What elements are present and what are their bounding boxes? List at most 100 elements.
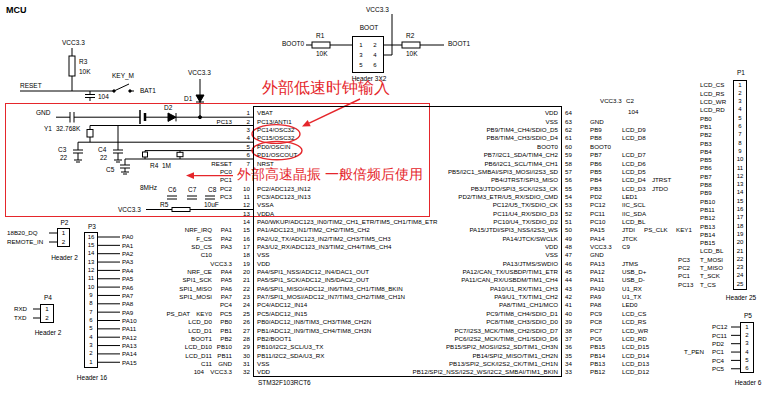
pin-number: 6	[247, 151, 250, 158]
pin-number: 20	[243, 268, 250, 275]
net-label: LCD_D7	[622, 151, 646, 158]
net-label: PC0	[220, 168, 232, 175]
net-label: PA6	[221, 285, 232, 292]
annotation-text: 外部高速晶振 一般倍频后使用	[237, 166, 423, 182]
net-label: C9	[622, 243, 630, 250]
pin-name: VBAT	[257, 109, 273, 116]
net-label: LCD_D9	[622, 126, 646, 133]
pin-number: 45	[565, 268, 572, 275]
net-label: PC4	[220, 301, 232, 308]
pin-number: 62	[565, 126, 572, 133]
net-label: GND	[590, 251, 604, 258]
pin-number: 11	[737, 165, 743, 172]
clock-circuit	[87, 130, 93, 138]
header-pin-wire	[98, 320, 120, 321]
part-label: 8MHz	[140, 184, 157, 191]
pin-name: PC3/ADC123_IN13	[257, 193, 311, 200]
header-pin-wire	[98, 303, 120, 304]
pin-number: 11	[88, 275, 94, 282]
header-pin-wire	[98, 253, 120, 254]
net-label: REMOTE_IN	[7, 238, 43, 245]
pin-number: 3	[359, 52, 362, 59]
pin-number: 59	[565, 151, 572, 158]
pin-number: 3	[745, 340, 748, 347]
reset-circuit	[20, 48, 253, 124]
header-pin-wire	[731, 360, 740, 361]
part-label: 10K	[79, 68, 91, 75]
net-label: LCD_WR	[622, 327, 648, 334]
pin-name: PB13/SPI2_SCK/I2S2_CK/TIM1_CH1N	[449, 360, 558, 367]
clock-circuit	[90, 137, 91, 142]
reset-circuit	[113, 90, 115, 92]
pin-number: 3	[247, 126, 250, 133]
net-label: NRF_CE	[187, 268, 212, 275]
clock-circuit	[121, 172, 129, 173]
header-label: P2	[61, 219, 69, 226]
clock-circuit	[180, 157, 181, 159]
part-label: RESET	[20, 82, 42, 89]
pin-name: PB2/BOOT1	[257, 335, 291, 342]
header-label: Header 16	[77, 374, 107, 381]
pin-number: 23	[737, 264, 744, 271]
pin-number: 2	[738, 90, 741, 97]
reset-circuit	[139, 110, 141, 124]
net-label: PB9	[700, 189, 712, 196]
pin-name: VSS	[257, 251, 269, 258]
part-label: 104	[628, 108, 638, 115]
callout-mark	[252, 125, 300, 144]
net-label: IIC_SDA	[622, 210, 646, 217]
net-label: PB8	[590, 134, 602, 141]
net-label: PA1	[122, 242, 133, 249]
pin-number: 10	[243, 185, 250, 192]
pin-name: PB3/JTDO/SPI3_SCK/I2S3_CK	[471, 185, 558, 192]
pin-number: 24	[243, 301, 250, 308]
net-label: LCD_D12	[622, 368, 649, 375]
net-label: PA12	[122, 334, 137, 341]
pin-number: 25	[737, 281, 744, 288]
boot-circuit	[384, 45, 402, 46]
pin-name: VDD	[545, 243, 558, 250]
pin-number: 63	[565, 118, 572, 125]
net-label: PC1	[712, 348, 724, 355]
pin-name: PA10/U1_RX/TIM1_CH3	[490, 285, 558, 292]
net-label: LCD_D6	[622, 160, 646, 167]
net-label: PC11	[590, 210, 605, 217]
clock-circuit	[118, 126, 119, 151]
part-label: 1M	[162, 162, 171, 169]
net-label: F_CS	[196, 235, 212, 242]
pin-name: PD0/OSCIN	[257, 143, 290, 150]
net-label: BOOT0	[590, 143, 611, 150]
pin-name: VSS	[546, 251, 558, 258]
part-label: VCC3.3	[62, 39, 85, 46]
net-label: NRF_IRQ	[185, 226, 212, 233]
pin-name: PB4/JTRST/SPI3_MISO	[491, 176, 558, 183]
pin-number: 5	[359, 62, 362, 69]
header-pin-wire	[98, 237, 120, 238]
clock-circuit	[74, 160, 82, 161]
pin-name: PA14/JTCK/SWCLK	[502, 235, 558, 242]
pin-name: PA5/SPI1_SCK/ADC12_IN5/DAC2_OUT	[257, 276, 369, 283]
net-label: PA5	[122, 275, 133, 282]
pin-number: 54	[565, 193, 572, 200]
pin-number: 47	[565, 251, 572, 258]
pin-number: 56	[565, 176, 572, 183]
net-label: BOOT1	[448, 40, 470, 47]
net-label: PA2	[221, 235, 232, 242]
header-pin-wire	[33, 318, 40, 319]
net-label: PA11	[122, 325, 136, 332]
reset-circuit	[70, 112, 71, 123]
net-label: USB_D-	[622, 276, 645, 283]
header-label: P4	[44, 294, 52, 301]
header-pin-wire	[98, 337, 120, 338]
pin-name: PA0/WKUP/ADC123_IN0/TIM2_CH1_ETR/TIM5_CH…	[257, 218, 437, 225]
net-label: PC3	[220, 193, 232, 200]
pin-number: 8	[89, 300, 92, 307]
pin-name: PA13/JTMS/SWDIO	[503, 260, 558, 267]
pin-name: VSS	[257, 360, 269, 367]
part-label: 32.768K	[56, 125, 80, 132]
pin-number: 50	[565, 226, 572, 233]
net-label: PC5	[712, 365, 724, 372]
net-label: PA4	[221, 268, 232, 275]
pin-name: PB0/ADC12_IN8/TIM3_CH3/TIM8_CH2N	[257, 318, 371, 325]
